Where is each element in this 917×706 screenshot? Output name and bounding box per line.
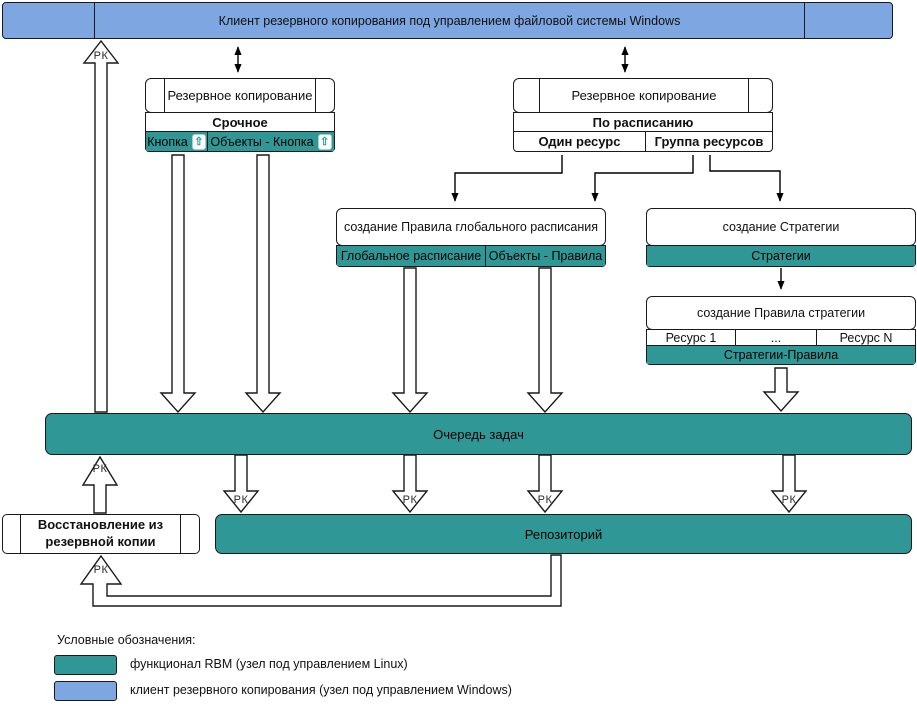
urgent-title: Резервное копирование [167, 88, 313, 103]
node-strategy-creation: создание Стратегии Стратегии [646, 208, 916, 267]
client-bar-title: Клиент резервного копирования под управл… [218, 13, 681, 28]
block-arrow-strategy-rules-to-queue [762, 367, 800, 413]
legend-swatch-rbm [54, 655, 117, 675]
scheduled-left-compartment [514, 79, 540, 112]
rk-badge: РК [402, 494, 418, 506]
cell-objects-button-label: Объекты - Кнопка [210, 134, 314, 149]
scheduled-mode-label: По расписанию [592, 114, 694, 130]
restore-left-compartment [3, 515, 21, 553]
node-strategy-rule: создание Правила стратегии Ресурс 1 ... … [646, 296, 916, 365]
rk-badge: РК [92, 463, 108, 475]
cell-strategy-rules: Стратегии-Правила [647, 346, 915, 364]
rk-arrow-queue-to-repo-4 [770, 454, 808, 514]
rk-arrow-restore-to-queue [81, 455, 119, 514]
legend-label-client: клиент резервного копирования (узел под … [130, 683, 512, 697]
urgent-right-compartment [315, 79, 334, 112]
arrow-single-resource-to-global-rule [451, 155, 563, 202]
rk-badge: РК [537, 494, 553, 506]
repository-label: Репозиторий [524, 526, 603, 542]
cell-resource-ellipsis: ... [735, 329, 816, 346]
block-arrow-global-schedule-to-queue [391, 267, 429, 414]
node-global-schedule-rule: создание Правила глобального расписания … [336, 208, 606, 267]
block-arrow-objects-rules-to-queue [526, 267, 564, 414]
legend-title: Условные обозначения: [57, 633, 196, 647]
rk-arrow-queue-to-repo-1 [222, 454, 260, 514]
block-arrow-button-to-queue [159, 154, 197, 414]
legend-label-rbm: функционал RBM (узел под управлением Lin… [130, 657, 408, 671]
rk-arrow-queue-to-repo-3 [526, 454, 564, 514]
node-restore: Восстановление из резервной копии [2, 514, 200, 554]
rk-arrow-queue-to-repo-2 [391, 454, 429, 514]
strategy-title: создание Стратегии [722, 220, 840, 234]
task-queue-label: Очередь задач [433, 426, 524, 442]
cell-button: Кнопка ⇧ [146, 132, 207, 151]
restore-right-compartment [180, 515, 199, 553]
rk-badge: РК [93, 50, 109, 62]
block-arrow-objects-button-to-queue [244, 154, 282, 414]
cell-strategies: Стратегии [647, 245, 915, 266]
cell-global-schedule: Глобальное расписание [337, 245, 485, 266]
cell-button-label: Кнопка [147, 134, 188, 149]
cell-single-resource: Один ресурс [538, 134, 621, 149]
rk-badge: РК [93, 564, 109, 576]
node-task-queue: Очередь задач [45, 413, 912, 455]
urgent-left-compartment [146, 79, 165, 112]
arrow-group-to-strategy [709, 155, 784, 202]
strategy-rule-title: создание Правила стратегии [696, 306, 866, 320]
restore-label-line1: Восстановление из [37, 517, 164, 533]
cell-objects-button: Объекты - Кнопка ⇧ [207, 132, 334, 151]
node-windows-backup-client: Клиент резервного копирования под управл… [2, 2, 893, 39]
client-bar-right-compartment [804, 3, 892, 38]
upload-icon: ⇧ [191, 133, 206, 150]
cell-objects-rules: Объекты - Правила [485, 245, 605, 266]
arrow-group-to-global-rule [591, 155, 694, 202]
client-bar-left-compartment [3, 3, 95, 38]
rk-arrow-queue-to-client [82, 39, 120, 413]
urgent-mode-label: Срочное [212, 114, 268, 130]
global-rule-title: создание Правила глобального расписания [343, 220, 599, 234]
upload-icon: ⇧ [317, 133, 332, 150]
node-repository: Репозиторий [215, 514, 912, 554]
restore-label-line2: резервной копии [45, 534, 156, 549]
rk-badge: РК [233, 494, 249, 506]
rk-badge: РК [781, 494, 797, 506]
node-backup-scheduled: Резервное копирование По расписанию Один… [513, 78, 773, 152]
cell-resource-group: Группа ресурсов [645, 132, 772, 151]
rk-arrow-repo-to-restore [79, 554, 562, 607]
scheduled-title: Резервное копирование [571, 88, 717, 103]
legend-swatch-client [54, 681, 117, 701]
cell-resource-n: Ресурс N [816, 329, 915, 346]
scheduled-right-compartment [748, 79, 772, 112]
cell-resource-1: Ресурс 1 [665, 330, 717, 345]
node-backup-urgent: Резервное копирование Срочное Кнопка ⇧ О… [145, 78, 335, 152]
